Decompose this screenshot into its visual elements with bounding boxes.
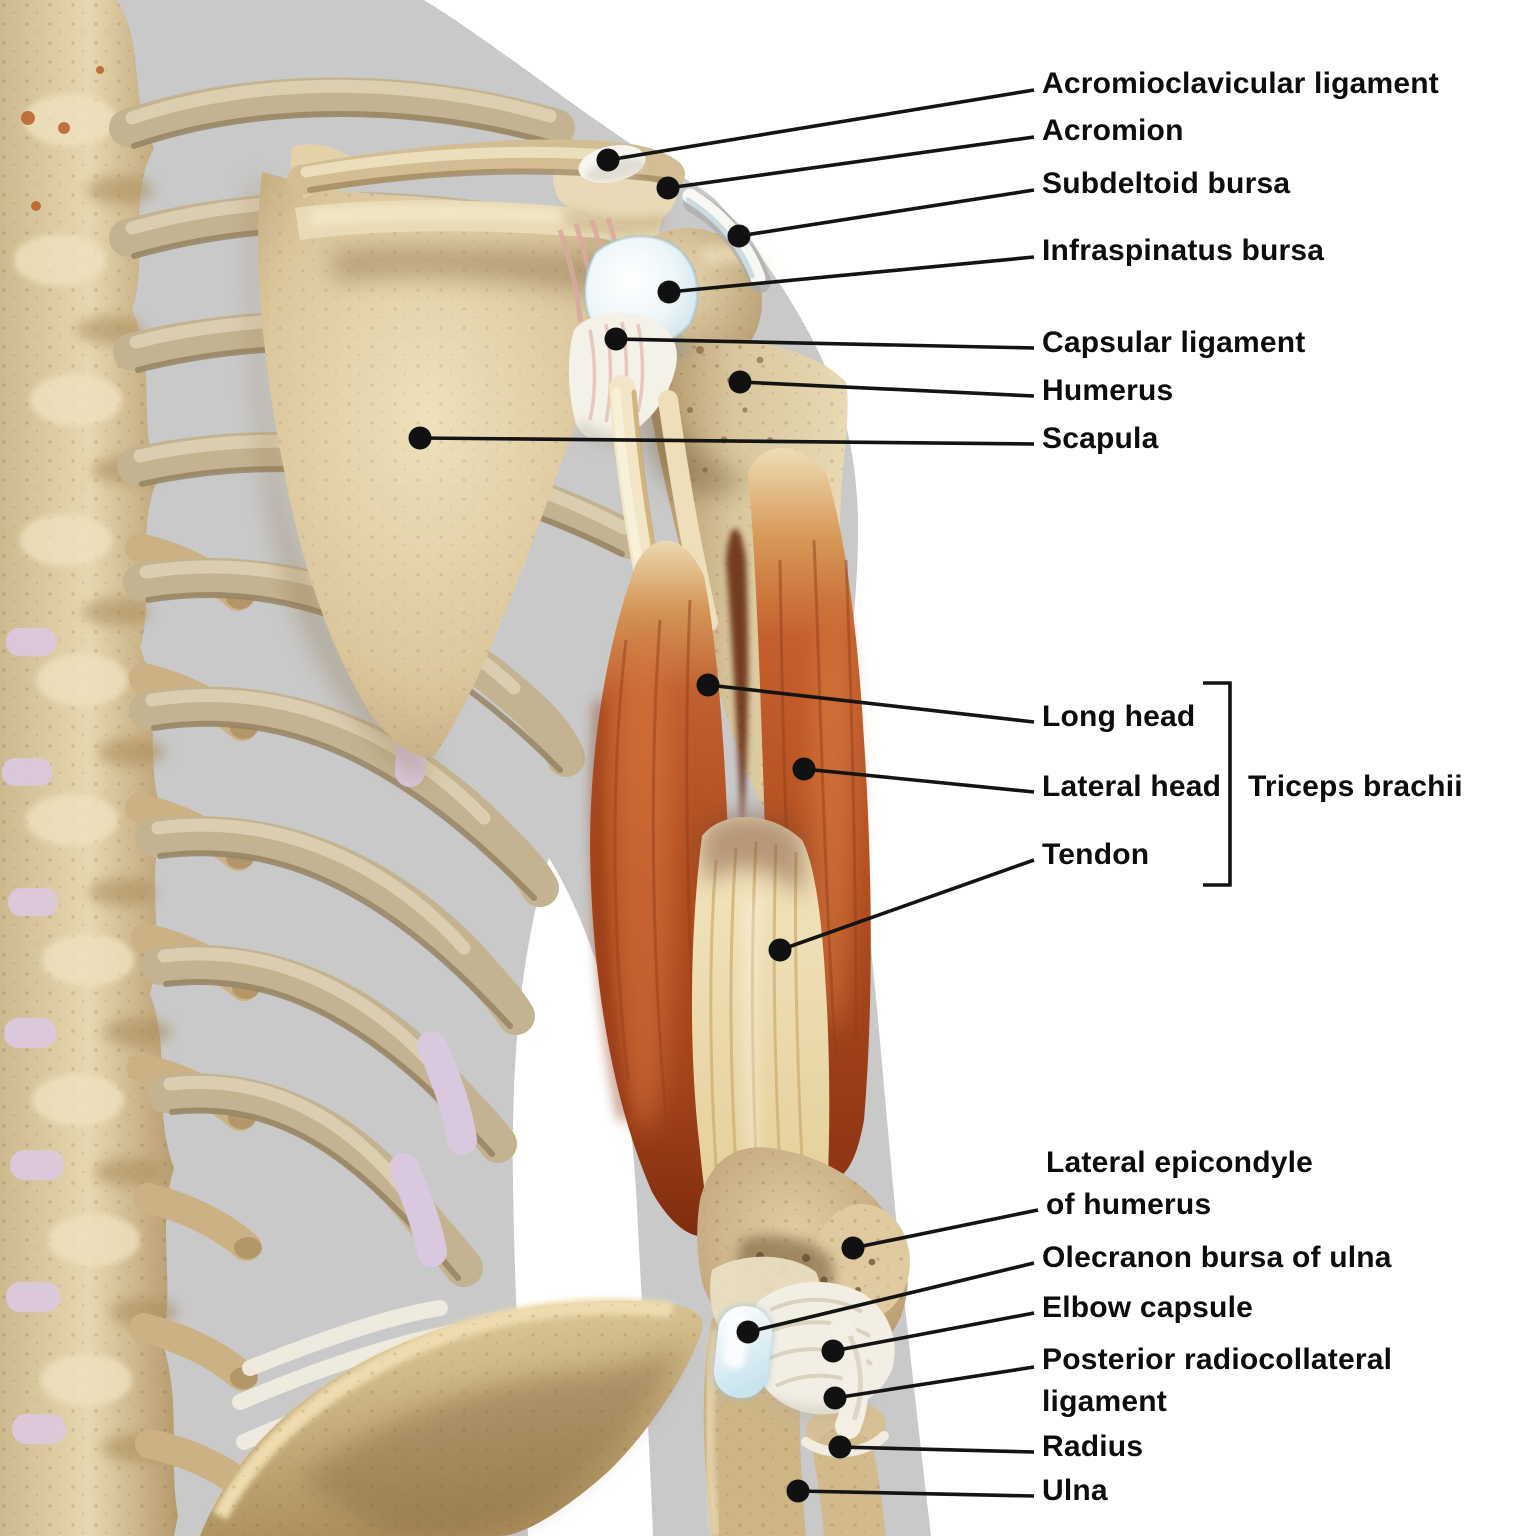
leader-radius: [839, 1445, 1035, 1454]
label-ulna: Ulna: [1042, 1474, 1108, 1507]
label-olecranon-bursa: Olecranon bursa of ulna: [1042, 1241, 1392, 1274]
label-lateral-head: Lateral head: [1042, 770, 1222, 803]
label-radius: Radius: [1042, 1430, 1144, 1463]
label-long-head: Long head: [1042, 700, 1196, 733]
leader-scapula: [419, 436, 1035, 446]
leader-lateral-epicondyle: [852, 1208, 1039, 1250]
leader-olecranon-bursa: [747, 1261, 1035, 1334]
leader-capsular-ligament: [615, 337, 1035, 350]
label-acromion: Acromion: [1042, 114, 1184, 147]
leader-lines: [419, 88, 1039, 1498]
leader-infraspinatus-bursa: [668, 255, 1035, 294]
leader-humerus: [739, 380, 1035, 398]
leader-lateral-head: [803, 767, 1035, 794]
leader-acromion: [667, 135, 1035, 190]
label-posterior-radiocollateral-line2: ligament: [1042, 1385, 1167, 1418]
label-lateral-epicondyle-line2: of humerus: [1046, 1188, 1212, 1221]
label-humerus: Humerus: [1042, 374, 1174, 407]
leader-dots: [408, 148, 865, 1503]
label-lateral-epicondyle-line1: Lateral epicondyle: [1046, 1146, 1314, 1179]
radius-bone: [801, 1401, 889, 1536]
leader-acromioclavicular-ligament: [607, 88, 1035, 162]
radiocollateral-ligament-tissue: [829, 1317, 869, 1439]
leader-tendon: [779, 858, 1035, 952]
leader-subdeltoid-bursa: [738, 188, 1035, 238]
label-tendon: Tendon: [1042, 838, 1150, 871]
label-capsular-ligament: Capsular ligament: [1042, 326, 1306, 359]
label-posterior-radiocollateral: Posterior radiocollateral ligament: [1042, 1339, 1392, 1423]
pelvis: [200, 1298, 703, 1536]
triceps-bracket: [1203, 681, 1232, 887]
leader-ulna: [797, 1489, 1035, 1498]
label-scapula: Scapula: [1042, 422, 1159, 455]
intervertebral-discs: [2, 628, 66, 1444]
label-elbow-capsule: Elbow capsule: [1042, 1291, 1253, 1324]
label-acromioclavicular-ligament: Acromioclavicular ligament: [1042, 67, 1440, 100]
label-infraspinatus-bursa: Infraspinatus bursa: [1042, 234, 1325, 267]
label-triceps-brachii: Triceps brachii: [1248, 770, 1463, 803]
label-posterior-radiocollateral-line1: Posterior radiocollateral: [1042, 1343, 1393, 1376]
leader-posterior-radiocollateral: [834, 1365, 1035, 1400]
label-subdeltoid-bursa: Subdeltoid bursa: [1042, 167, 1291, 200]
label-lateral-epicondyle: Lateral epicondyle of humerus: [1046, 1142, 1313, 1226]
leader-elbow-capsule: [832, 1311, 1035, 1353]
leader-long-head: [707, 683, 1035, 724]
